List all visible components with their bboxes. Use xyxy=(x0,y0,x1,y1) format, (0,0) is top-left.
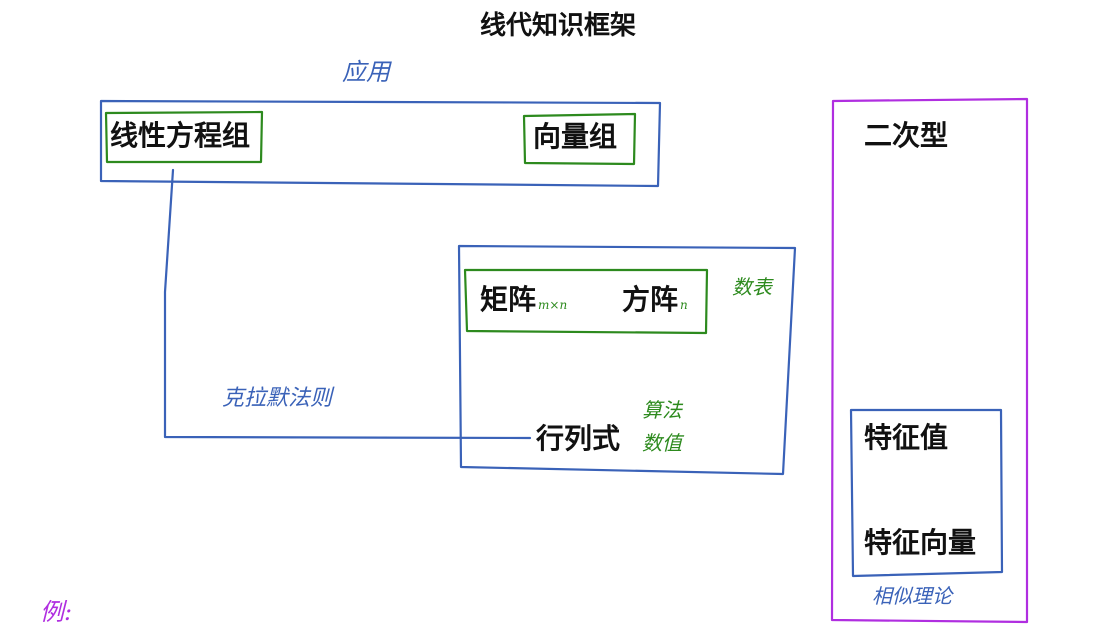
table-annotation: 数表 xyxy=(732,275,772,299)
eigen-box xyxy=(849,408,1004,578)
example-label: 例: xyxy=(40,598,73,626)
quadratic-box xyxy=(830,97,1029,624)
eigenvector-label: 特征向量 xyxy=(864,526,977,559)
value-note: 数值 xyxy=(642,431,682,455)
linear-equations-label: 线性方程组 xyxy=(110,119,251,152)
matrix-box xyxy=(463,268,709,335)
similarity-theory-note: 相似理论 xyxy=(872,584,952,608)
matrix-subscript: m×n xyxy=(538,298,568,312)
middle-box xyxy=(457,244,797,476)
square-text: 方阵 xyxy=(622,283,679,316)
page-title: 线代知识框架 xyxy=(480,11,637,41)
quadratic-form-label: 二次型 xyxy=(864,119,949,152)
apply-annotation: 应用 xyxy=(342,58,390,86)
algorithm-note: 算法 xyxy=(642,398,682,422)
square-subscript: n xyxy=(680,298,688,312)
matrix-text: 矩阵 xyxy=(480,283,537,316)
top-box xyxy=(99,99,662,188)
cramer-connector xyxy=(163,168,532,440)
cramer-rule-note: 克拉默法则 xyxy=(222,386,333,411)
vector-group-label: 向量组 xyxy=(533,120,618,153)
linear-eq-box xyxy=(104,110,264,164)
determinant-label: 行列式 xyxy=(536,422,621,455)
vector-group-box xyxy=(522,112,637,166)
eigenvalue-label: 特征值 xyxy=(864,421,949,454)
